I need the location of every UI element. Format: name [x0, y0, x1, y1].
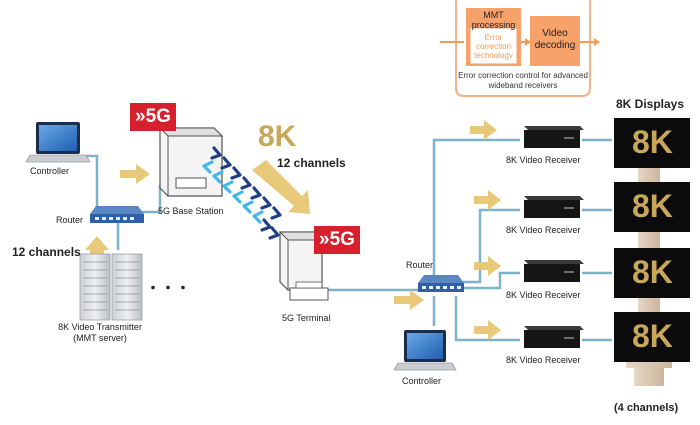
laptop-icon — [25, 122, 91, 163]
signal-chevron-icon — [210, 146, 222, 160]
signal-chevron-icon — [202, 160, 214, 174]
display-icon — [614, 312, 690, 362]
receiver-label: 8K Video Receiver — [506, 290, 581, 300]
terminal-icon — [278, 231, 329, 301]
video-decoding-label: Video decoding — [534, 28, 576, 51]
signal-chevron-icon — [240, 176, 252, 190]
flow-arrow-icon — [470, 120, 497, 140]
receiver-icon — [524, 196, 584, 218]
display-8k-text: 8K — [632, 124, 673, 160]
receiver-icon — [524, 260, 584, 282]
router-icon — [418, 275, 464, 292]
receiver-label: 8K Video Receiver — [506, 155, 581, 165]
server-rack-icon — [79, 253, 143, 321]
display-8k-text: 8K — [632, 188, 673, 224]
transmitter-sub-label: (MMT server) — [73, 333, 127, 343]
flow-arrow-icon — [474, 256, 501, 276]
receiver-icon — [524, 326, 584, 348]
transmitter-label: 8K Video Transmitter — [58, 322, 142, 332]
terminal-5g-badge: »5G — [314, 226, 360, 254]
display-8k-text: 8K — [632, 318, 673, 354]
base-5g-badge: »5G — [130, 103, 176, 131]
callout-caption: Error correction control for advanced wi… — [458, 71, 588, 90]
signal-chevron-icon — [232, 190, 244, 204]
error-correction-label: Error correction technology — [474, 33, 513, 60]
controller-bottom-label: Controller — [402, 376, 442, 386]
signal-chevrons — [202, 146, 282, 240]
channels-mid-label: 12 channels — [277, 156, 346, 170]
server-dots: ・・・ — [146, 280, 191, 296]
display-8k-text: 8K — [632, 254, 673, 290]
router-left-label: Router — [56, 215, 84, 225]
flow-arrow-icon — [474, 320, 501, 340]
display-icon — [614, 182, 690, 232]
flow-arrow-icon — [474, 190, 501, 210]
channels-right-label: (4 channels) — [614, 402, 679, 414]
channels-left-label: 12 channels — [12, 245, 81, 259]
receivers — [524, 126, 584, 348]
signal-chevron-icon — [260, 218, 272, 232]
controller-top-label: Controller — [30, 166, 70, 176]
displays-title: 8K Displays — [616, 97, 685, 111]
receiver-label: 8K Video Receiver — [506, 355, 581, 365]
signal-chevron-icon — [212, 170, 224, 184]
laptop-icon — [393, 330, 457, 371]
k8-mid-label: 8K — [258, 120, 297, 153]
display-icon — [614, 248, 690, 298]
signal-chevron-icon — [252, 210, 264, 224]
display-icon — [614, 118, 690, 168]
flow-arrow-icon — [120, 164, 150, 184]
receiver-label: 8K Video Receiver — [506, 225, 581, 235]
router-right-label: Router — [406, 260, 434, 270]
signal-chevron-icon — [230, 166, 242, 180]
receiver-icon — [524, 126, 584, 148]
base-station-label: 5G Base Station — [158, 206, 224, 216]
signal-chevron-icon — [220, 156, 232, 170]
signal-chevron-icon — [270, 206, 282, 220]
terminal-label: 5G Terminal — [282, 313, 331, 323]
mmt-processing-label: MMT processing — [471, 10, 516, 30]
signal-chevron-icon — [242, 200, 254, 214]
displays — [614, 118, 690, 386]
flow-arrows — [85, 120, 501, 340]
router-icon — [90, 206, 144, 223]
callout-panel — [440, 0, 600, 97]
signal-chevron-icon — [222, 180, 234, 194]
signal-chevron-icon — [268, 226, 280, 240]
signal-chevron-icon — [250, 186, 262, 200]
flow-arrow-icon — [394, 290, 424, 310]
flow-arrow-icon — [252, 160, 310, 214]
signal-chevron-icon — [260, 196, 272, 210]
